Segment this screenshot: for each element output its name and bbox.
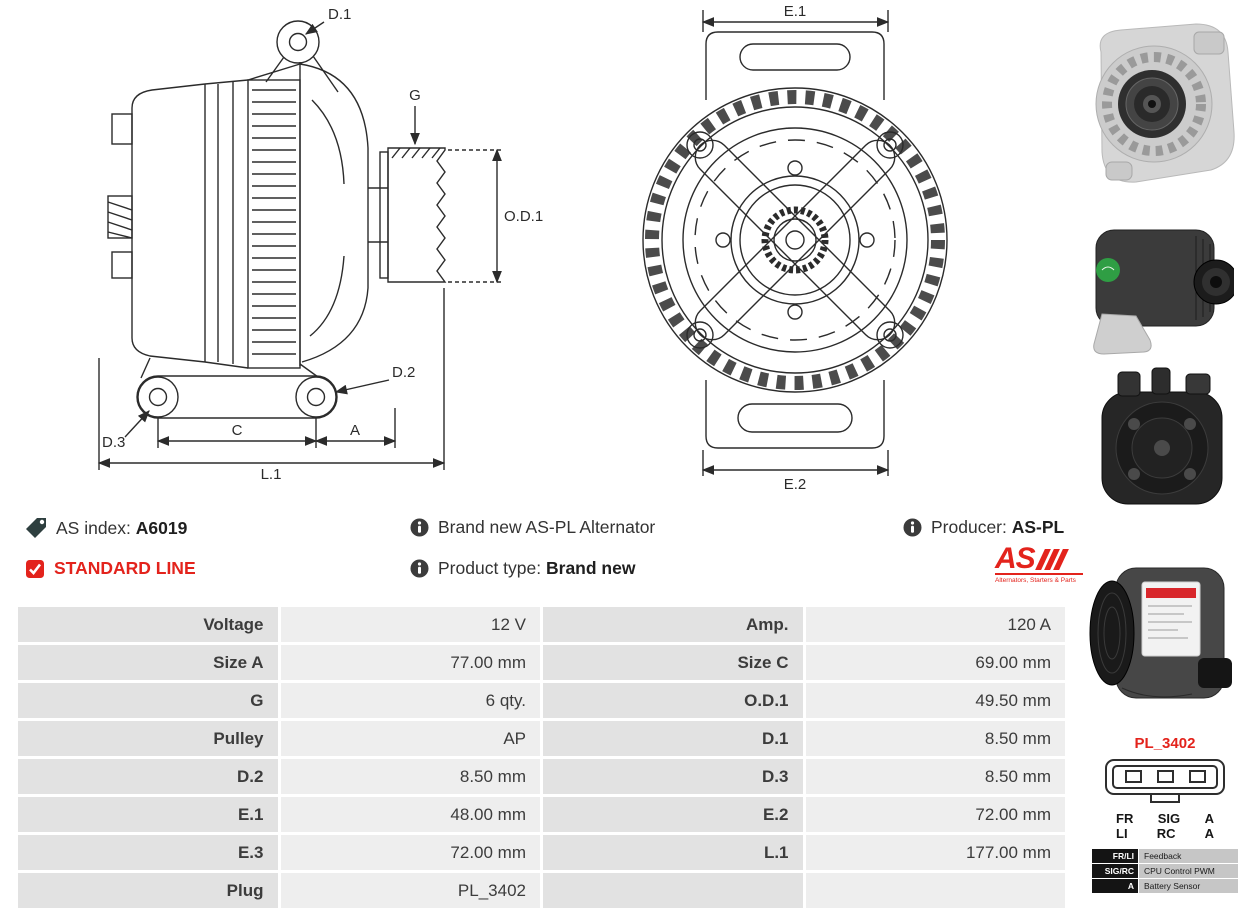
- spec-value-cell: PL_3402: [280, 873, 540, 908]
- plug-name: PL_3402: [1134, 735, 1196, 752]
- product-type-label: Product type:: [438, 558, 542, 578]
- spec-value-cell: 49.50 mm: [805, 683, 1065, 718]
- spec-value-cell: 72.00 mm: [280, 835, 540, 870]
- pin-label: SIG: [1157, 811, 1181, 826]
- product-photo-2: [1093, 229, 1234, 355]
- spec-label-cell: Amp.: [543, 607, 803, 642]
- spec-value-cell: 8.50 mm: [805, 721, 1065, 756]
- plug-section: PL_3402 FR SIG A LI RC A FR/LI Feedback …: [1092, 735, 1238, 893]
- spec-label-cell: Plug: [18, 873, 278, 908]
- legend-desc-cell: Battery Sensor: [1139, 879, 1238, 893]
- dim-label-c: C: [232, 422, 243, 439]
- spec-value-cell: 8.50 mm: [805, 759, 1065, 794]
- brand-new-text: Brand new AS-PL Alternator: [438, 517, 656, 537]
- checkbox-checked-icon: [26, 559, 44, 578]
- legend-desc-cell: CPU Control PWM: [1139, 864, 1238, 878]
- spec-label-cell: D.1: [543, 721, 803, 756]
- producer-value: AS-PL: [1011, 517, 1065, 537]
- tag-icon: [26, 518, 46, 538]
- pin-label: A: [1204, 826, 1214, 841]
- legend-pin-cell: FR/LI: [1092, 849, 1138, 863]
- spec-value-cell: AP: [280, 721, 540, 756]
- legend-pin-cell: A: [1092, 879, 1138, 893]
- side-view-drawing: [97, 20, 502, 470]
- pin-label: A: [1204, 811, 1214, 826]
- spec-label-cell: E.2: [543, 797, 803, 832]
- spec-value-cell: 72.00 mm: [805, 797, 1065, 832]
- as-index-label: AS index:: [56, 517, 131, 538]
- spec-label-cell: G: [18, 683, 278, 718]
- plug-legend-table: FR/LI Feedback SIG/RC CPU Control PWM A …: [1092, 849, 1238, 893]
- producer-row: Producer: AS-PL: [903, 517, 1064, 538]
- product-type-text: Product type: Brand new: [438, 558, 635, 579]
- dim-label-a: A: [350, 422, 360, 439]
- spec-label-cell: Pulley: [18, 721, 278, 756]
- spec-value-cell: 177.00 mm: [805, 835, 1065, 870]
- spec-label-cell: E.3: [18, 835, 278, 870]
- logo-mark: AS: [995, 542, 1083, 575]
- spec-value-cell: 77.00 mm: [280, 645, 540, 680]
- spec-value-cell: 120 A: [805, 607, 1065, 642]
- dim-label-g: G: [409, 87, 421, 104]
- as-pl-logo: AS Alternators, Starters & Parts: [995, 542, 1083, 584]
- spec-label-cell: O.D.1: [543, 683, 803, 718]
- product-type-row: Product type: Brand new: [410, 558, 635, 579]
- standard-line-row: STANDARD LINE: [25, 558, 196, 579]
- product-photo-3: [1101, 367, 1223, 505]
- as-index-row: AS index: A6019: [25, 517, 187, 539]
- dim-label-od1: O.D.1: [504, 208, 543, 225]
- spec-label-cell: Size A: [18, 645, 278, 680]
- dim-label-e1: E.1: [784, 3, 807, 20]
- brand-new-row: Brand new AS-PL Alternator: [410, 517, 655, 538]
- as-index-value: A6019: [135, 517, 188, 538]
- dim-label-d1: D.1: [328, 6, 351, 23]
- spec-label-cell: Voltage: [18, 607, 278, 642]
- spec-label-cell: L.1: [543, 835, 803, 870]
- plug-pin-labels-row1: FR SIG A: [1116, 811, 1214, 826]
- spec-label-cell: [543, 873, 803, 908]
- standard-line-text: STANDARD LINE: [54, 558, 196, 578]
- spec-label-cell: E.1: [18, 797, 278, 832]
- spec-value-cell: 6 qty.: [280, 683, 540, 718]
- technical-drawing: D.1 G O.D.1 D.2 D.3 C A L.1: [97, 3, 948, 493]
- dim-label-d2: D.2: [392, 364, 415, 381]
- dim-label-d3: D.3: [102, 434, 125, 451]
- plug-pin-labels-row2: LI RC A: [1116, 826, 1214, 841]
- product-photo-1: [1095, 23, 1235, 183]
- as-index-text: AS index: A6019: [56, 518, 187, 539]
- product-type-value: Brand new: [546, 558, 636, 578]
- spec-table: Voltage 12 V Amp. 120 A Size A 77.00 mm …: [18, 607, 1065, 908]
- spec-value-cell: [805, 873, 1065, 908]
- spec-value-cell: 48.00 mm: [280, 797, 540, 832]
- dim-label-e2: E.2: [784, 476, 807, 493]
- dim-label-l1: L.1: [261, 466, 282, 483]
- logo-stripes-icon: [1034, 549, 1069, 570]
- spec-value-cell: 69.00 mm: [805, 645, 1065, 680]
- legend-pin-cell: SIG/RC: [1092, 864, 1138, 878]
- spec-value-cell: 12 V: [280, 607, 540, 642]
- spec-label-cell: Size C: [543, 645, 803, 680]
- legend-desc-cell: Feedback: [1139, 849, 1238, 863]
- logo-tagline: Alternators, Starters & Parts: [995, 577, 1076, 584]
- logo-text: AS: [995, 542, 1036, 575]
- spec-value-cell: 8.50 mm: [280, 759, 540, 794]
- producer-label: Producer:: [931, 517, 1007, 537]
- info-icon: [903, 518, 922, 537]
- info-icon: [410, 559, 429, 578]
- front-view-drawing: [642, 10, 948, 476]
- producer-text: Producer: AS-PL: [931, 517, 1064, 538]
- spec-label-cell: D.2: [18, 759, 278, 794]
- pin-label: RC: [1156, 826, 1176, 841]
- product-photo-4: [1089, 567, 1232, 699]
- spec-label-cell: D.3: [543, 759, 803, 794]
- pin-label: FR: [1116, 811, 1134, 826]
- plug-connector-drawing: [1105, 759, 1225, 803]
- pin-label: LI: [1116, 826, 1128, 841]
- info-icon: [410, 518, 429, 537]
